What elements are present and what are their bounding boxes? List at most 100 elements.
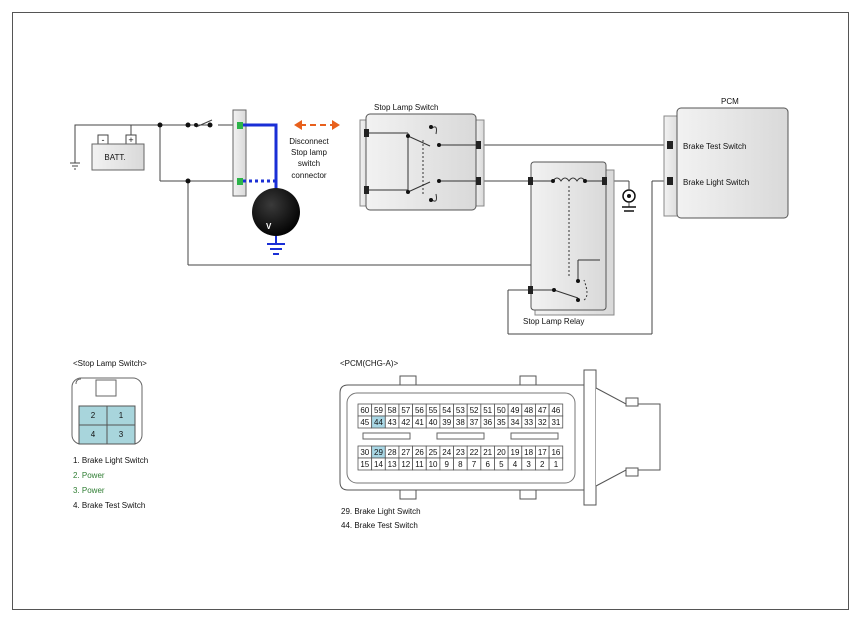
battery-label: BATT. xyxy=(104,153,125,162)
pcm-pin-label: 14 xyxy=(374,460,383,469)
pcm-pin-label: 42 xyxy=(401,418,410,427)
relay-label: Stop Lamp Relay xyxy=(523,317,584,326)
pcm-pin-label: 29 xyxy=(374,448,383,457)
pcm-pin-label: 58 xyxy=(388,406,397,415)
svg-text:Stop lamp: Stop lamp xyxy=(291,148,328,157)
probe-wires xyxy=(243,123,278,190)
disconnect-arrow-icon xyxy=(294,120,340,130)
battery-minus-label: - xyxy=(102,135,105,145)
pcm-pin-label: 47 xyxy=(538,406,547,415)
switch-legend-item: 2. Power xyxy=(73,471,105,480)
pcm-pin-label: 43 xyxy=(388,418,397,427)
pcm-pin-label: 30 xyxy=(360,448,369,457)
switch-pin: 1 xyxy=(119,411,124,420)
ground-icon xyxy=(622,181,636,212)
pcm-pin-label: 50 xyxy=(497,406,506,415)
upstream-switch xyxy=(195,119,213,128)
pcm-pin-label: 45 xyxy=(360,418,369,427)
pcm-pin-label: 10 xyxy=(429,460,438,469)
pcm-pin-label: 59 xyxy=(374,406,383,415)
pcm-pin-cell xyxy=(548,457,564,471)
switch-connector-title: <Stop Lamp Switch> xyxy=(73,359,147,368)
pcm-pin-label: 6 xyxy=(485,460,490,469)
switch-connector-view: <Stop Lamp Switch> 2 1 4 3 1. Brake Ligh… xyxy=(71,359,148,510)
pcm-pin-label: 60 xyxy=(360,406,369,415)
pcm-pin-label: 20 xyxy=(497,448,506,457)
pcm-pin-label: 13 xyxy=(388,460,397,469)
pcm-pin-label: 11 xyxy=(415,460,424,469)
pcm-pin-label: 34 xyxy=(511,418,520,427)
pcm-pin-label: 39 xyxy=(442,418,451,427)
pcm-pin-label: 16 xyxy=(551,448,560,457)
pcm-legend-item: 44. Brake Test Switch xyxy=(341,521,418,530)
pcm-pin-label: 24 xyxy=(442,448,451,457)
disconnect-instruction: Disconnect Stop lamp switch connector xyxy=(289,137,329,180)
stop-lamp-switch-title: Stop Lamp Switch xyxy=(374,103,438,112)
switch-legend-item: 1. Brake Light Switch xyxy=(73,456,148,465)
svg-text:switch: switch xyxy=(298,159,320,168)
pcm-pin-label: 48 xyxy=(524,406,533,415)
pcm-pin-label: 23 xyxy=(456,448,465,457)
voltmeter-label: V xyxy=(266,222,272,231)
pcm-pin-label: 55 xyxy=(429,406,438,415)
pcm-pin-label: 40 xyxy=(429,418,438,427)
pcm-pin-label: 12 xyxy=(401,460,410,469)
pcm-pin-label: 36 xyxy=(483,418,492,427)
switch-legend-item: 4. Brake Test Switch xyxy=(73,501,145,510)
switch-pin: 4 xyxy=(91,430,96,439)
pcm-pin-label: 46 xyxy=(551,406,560,415)
pcm-pin-label: 9 xyxy=(444,460,449,469)
page-frame xyxy=(12,12,849,610)
svg-text:connector: connector xyxy=(291,171,326,180)
pcm-pin-label: 21 xyxy=(483,448,492,457)
connector-pin-top xyxy=(237,122,243,129)
switch-pin: 3 xyxy=(119,430,124,439)
pcm-pin-label: 2 xyxy=(540,460,545,469)
battery: - + BATT. xyxy=(70,124,160,171)
pcm-pin-label: 44 xyxy=(374,418,383,427)
svg-text:Disconnect: Disconnect xyxy=(289,137,329,146)
pcm-pin-label: 31 xyxy=(551,418,560,427)
pcm-pin-label: 49 xyxy=(511,406,520,415)
stop-lamp-connector xyxy=(232,109,247,197)
battery-plus-label: + xyxy=(128,135,133,145)
pcm-brake-light-label: Brake Light Switch xyxy=(683,178,749,187)
pcm-pin-label: 7 xyxy=(472,460,477,469)
pcm-connector-title: <PCM(CHG-A)> xyxy=(340,359,399,368)
pcm-pin-label: 1 xyxy=(554,460,559,469)
pcm-pin-label: 52 xyxy=(470,406,479,415)
connector-pin-bottom xyxy=(237,178,243,185)
pcm-brake-test-label: Brake Test Switch xyxy=(683,142,746,151)
voltmeter: V xyxy=(252,188,300,255)
pcm-pin-label: 41 xyxy=(415,418,424,427)
pcm-pin-label: 28 xyxy=(388,448,397,457)
stop-lamp-switch: Stop Lamp Switch xyxy=(359,103,485,211)
pcm-pin-label: 27 xyxy=(401,448,410,457)
pcm-pin-label: 5 xyxy=(499,460,504,469)
switch-legend-item: 3. Power xyxy=(73,486,105,495)
pcm-pin-label: 15 xyxy=(360,460,369,469)
pcm-pin-label: 18 xyxy=(524,448,533,457)
junctions xyxy=(157,122,213,184)
pcm-pin-label: 26 xyxy=(415,448,424,457)
pcm-pin-label: 8 xyxy=(458,460,463,469)
pcm-pin-label: 51 xyxy=(483,406,492,415)
pcm-pin-label: 17 xyxy=(538,448,547,457)
pcm-module: PCM Brake Test Switch Brake Light Switch xyxy=(663,97,789,219)
pcm-pin-label: 53 xyxy=(456,406,465,415)
pcm-pin-label: 57 xyxy=(401,406,410,415)
pcm-title: PCM xyxy=(721,97,739,106)
pcm-pin-label: 38 xyxy=(456,418,465,427)
pcm-pin-label: 54 xyxy=(442,406,451,415)
pcm-pin-label: 3 xyxy=(526,460,531,469)
stop-lamp-relay: Stop Lamp Relay xyxy=(523,161,615,326)
pcm-pin-label: 37 xyxy=(470,418,479,427)
switch-pin: 2 xyxy=(91,411,96,420)
pcm-pin-label: 4 xyxy=(513,460,518,469)
pcm-legend-item: 29. Brake Light Switch xyxy=(341,507,421,516)
pcm-pin-label: 25 xyxy=(429,448,438,457)
pcm-pin-label: 19 xyxy=(511,448,520,457)
